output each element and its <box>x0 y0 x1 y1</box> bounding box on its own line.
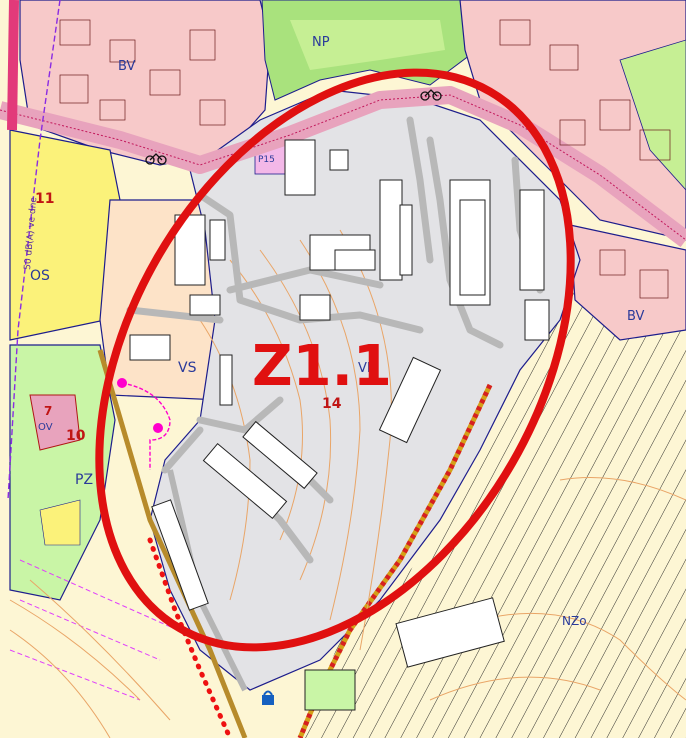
zone-label-bv-nw: BV <box>118 59 136 74</box>
parcels <box>59 19 671 299</box>
highlight-label: Z1.1 <box>252 334 392 399</box>
green-strip-ne <box>619 39 686 191</box>
residential-zone-east <box>569 224 686 341</box>
zone-label-p15: P15 <box>258 155 275 165</box>
zone-label-vs: VS <box>178 360 197 376</box>
zone-label-vd: VD <box>358 361 377 376</box>
civic-yard <box>39 499 81 546</box>
main-road-edge <box>0 94 686 241</box>
zone-label-np: NP <box>312 35 330 50</box>
bicycle-icon <box>145 89 442 165</box>
dotted-boundary <box>147 537 233 738</box>
zone-number-pz: 10 <box>66 428 86 444</box>
zone-number-vd: 14 <box>322 396 342 412</box>
zone-number-ov: 7 <box>44 404 52 418</box>
noise-boundary <box>7 0 61 501</box>
buildings <box>129 139 550 406</box>
zone-label-ov: OV <box>38 422 53 433</box>
zone-label-pz: PZ <box>75 472 93 488</box>
zone-label-nzo: NZo <box>562 614 587 628</box>
zone-number-os: 11 <box>35 191 54 207</box>
highlight-ellipse <box>95 68 575 652</box>
zone-label-bv-east: BV <box>627 309 645 324</box>
contour-lines <box>9 229 686 738</box>
utility-line <box>121 382 171 470</box>
zone-label-os: OS <box>30 268 50 284</box>
nature-park-lighter <box>290 20 445 70</box>
west-road <box>7 0 19 131</box>
utility-node <box>153 423 163 433</box>
civic-building-ov <box>29 394 81 451</box>
lock-icon <box>262 690 274 705</box>
tilted-buildings <box>151 356 505 711</box>
